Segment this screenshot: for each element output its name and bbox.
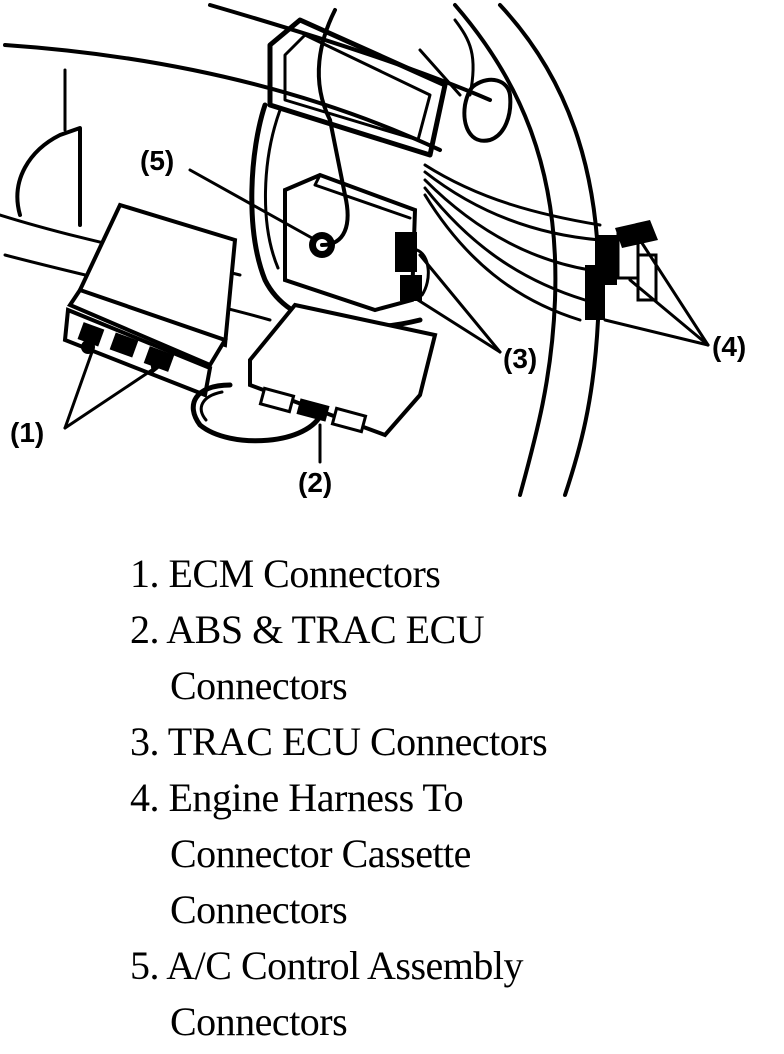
connector-location-diagram: (1) (2) (3) (4) (5) (0, 0, 784, 510)
legend-item-ac-control: 5. A/C Control Assembly Connectors (130, 938, 770, 1050)
legend-item-ecm: 1. ECM Connectors (130, 546, 770, 602)
ac-control-assembly (283, 118, 418, 313)
callout-5: (5) (140, 145, 174, 176)
legend-item-abs-trac: 2. ABS & TRAC ECU Connectors (130, 602, 770, 714)
legend-item-engine-harness: 4. Engine Harness To Connector Cassette … (130, 770, 770, 938)
legend-text: ABS & TRAC ECU (166, 607, 485, 652)
legend-text-continued: Connectors (170, 887, 348, 932)
legend-num: 1. (130, 551, 160, 596)
legend-num: 4. (130, 775, 160, 820)
callout-4: (4) (712, 331, 746, 362)
legend-text-continued: Connectors (170, 999, 348, 1044)
legend-item-trac: 3. TRAC ECU Connectors (130, 714, 770, 770)
legend-text: ECM Connectors (168, 551, 441, 596)
connector-legend: 1. ECM Connectors 2. ABS & TRAC ECU Conn… (130, 546, 770, 1050)
bracket-frame (267, 8, 448, 158)
legend-num: 2. (130, 607, 160, 652)
legend-num: 3. (130, 719, 160, 764)
legend-text: A/C Control Assembly (166, 943, 523, 988)
engine-harness-bundle (423, 163, 658, 322)
legend-text-continued: Connectors (170, 663, 348, 708)
legend-text-continued: Connector Cassette (170, 831, 471, 876)
callout-2: (2) (298, 467, 332, 498)
legend-num: 5. (130, 943, 160, 988)
abs-trac-ecu (190, 302, 438, 444)
dashboard-outline (0, 3, 492, 322)
callout-3: (3) (503, 343, 537, 374)
leader-lines (63, 168, 710, 464)
trac-ecu-connectors (395, 232, 430, 301)
legend-text: Engine Harness To (168, 775, 464, 820)
ecm-unit (62, 202, 238, 398)
legend-text: TRAC ECU Connectors (167, 719, 548, 764)
callout-1: (1) (10, 417, 44, 448)
